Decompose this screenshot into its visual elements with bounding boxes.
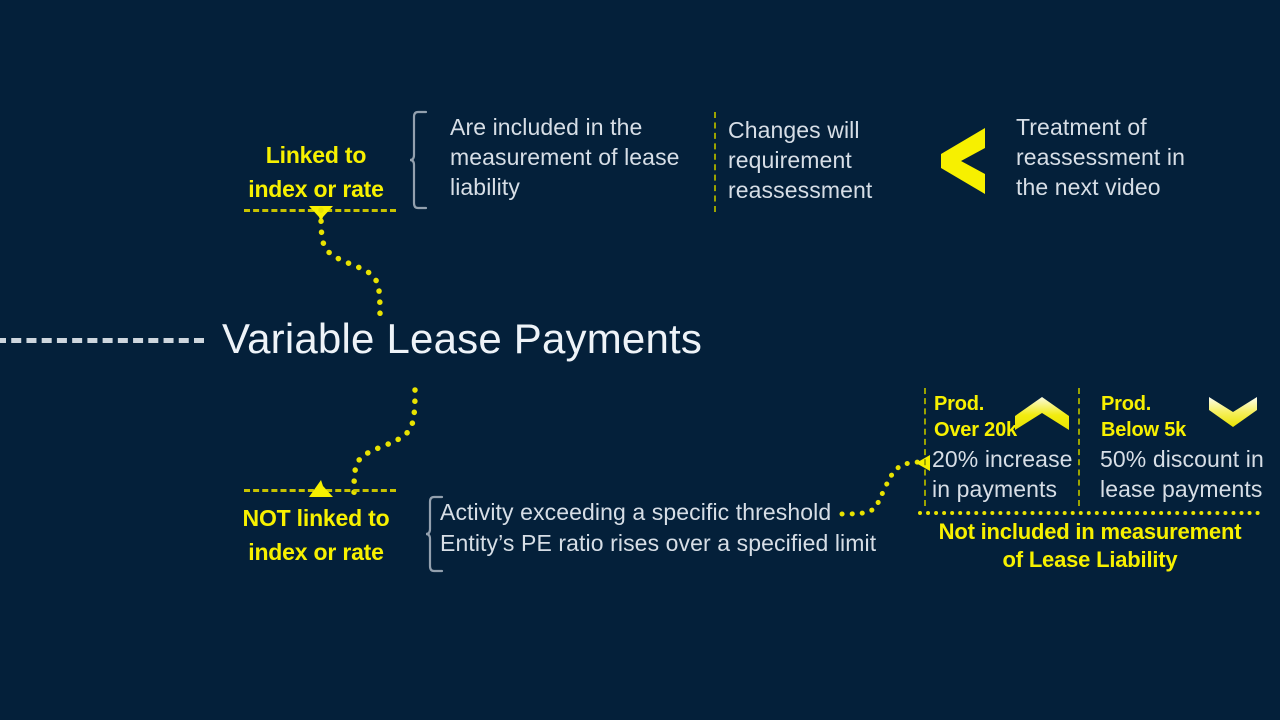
card-2-body: 50% discount in lease payments (1100, 446, 1264, 502)
connector-curve-cards (839, 459, 927, 517)
title-leading-dashes (0, 338, 204, 343)
connector-curve-bottom (351, 387, 418, 497)
card-separator-1 (924, 388, 926, 506)
chevron-left-icon (941, 128, 985, 194)
card-1-heading: Prod. Over 20k (934, 393, 1017, 441)
card-1-body: 20% increase in payments (932, 446, 1073, 502)
card-2-heading: Prod. Below 5k (1101, 393, 1187, 441)
linked-bracket (409, 110, 428, 210)
not-linked-connector-marker (309, 480, 333, 497)
connector-curve-top (318, 207, 383, 319)
footer-divider (918, 511, 1260, 515)
not-linked-label: NOT linked to index or rate (242, 505, 390, 565)
linked-separator-1 (714, 112, 716, 212)
linked-connector-marker (309, 206, 333, 223)
linked-detail-text: Are included in the measurement of lease… (450, 114, 680, 200)
cards-connector-arrowhead (916, 455, 930, 471)
linked-note-text: Changes will requirement reassessment (728, 117, 873, 203)
not-linked-footer: Not included in measurement of Lease Lia… (938, 519, 1242, 572)
not-linked-bracket (425, 495, 444, 573)
linked-label: Linked to index or rate (248, 142, 384, 202)
chevron-up-icon (1015, 397, 1069, 430)
not-linked-example-1: Activity exceeding a specific threshold (440, 499, 832, 525)
card-separator-2 (1078, 388, 1080, 506)
linked-next-video-text: Treatment of reassessment in the next vi… (1016, 114, 1185, 200)
not-linked-example-2: Entity’s PE ratio rises over a specified… (440, 530, 877, 556)
chevron-down-icon (1209, 397, 1257, 427)
page-title: Variable Lease Payments (222, 315, 703, 362)
